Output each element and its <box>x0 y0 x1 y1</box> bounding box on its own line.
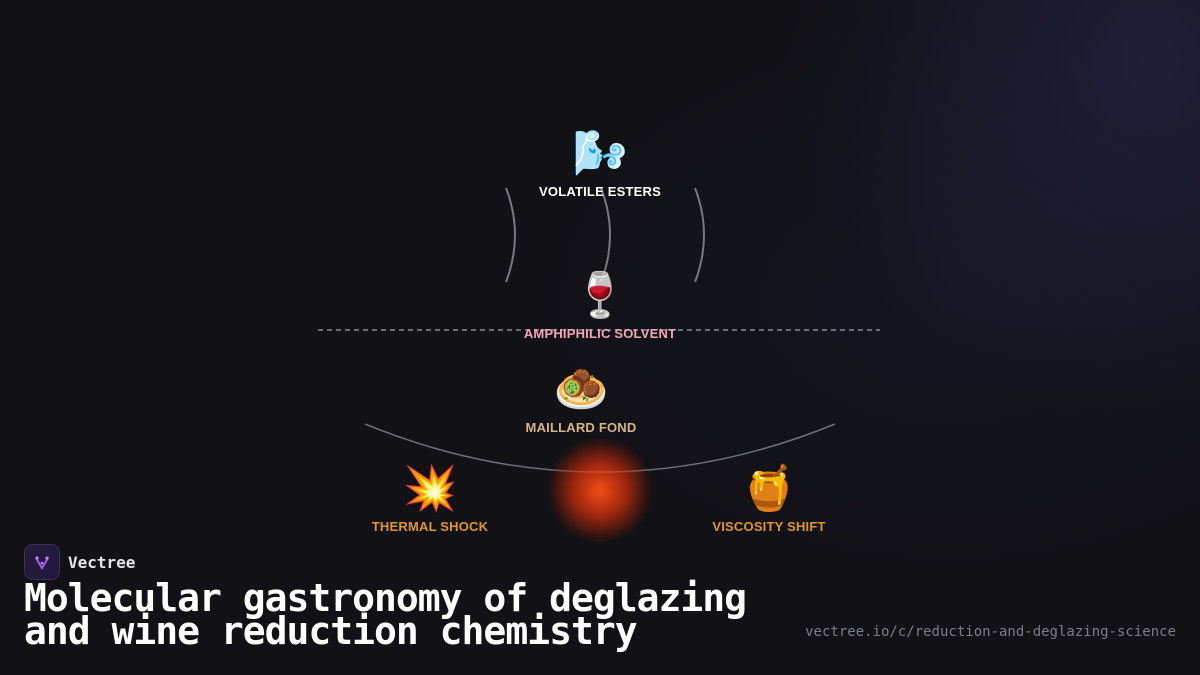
node-amphiphilic-solvent: 🍷 AMPHIPHILIC SOLVENT <box>523 270 677 342</box>
vectree-logo-icon <box>24 544 60 580</box>
wind-icon: 🌬️ <box>572 128 628 179</box>
node-label: VISCOSITY SHIFT <box>712 519 826 534</box>
brand[interactable]: Vectree <box>24 544 135 580</box>
node-maillard-fond: 🧆 MAILLARD FOND <box>525 364 637 436</box>
falafel-icon: 🧆 <box>553 364 609 415</box>
node-viscosity-shift: 🍯 VISCOSITY SHIFT <box>712 463 826 535</box>
node-label: MAILLARD FOND <box>525 420 637 435</box>
node-label: AMPHIPHILIC SOLVENT <box>523 326 677 341</box>
title-line-1: Molecular gastronomy of deglazing <box>24 576 747 620</box>
vapor-wave-right <box>694 187 705 283</box>
source-url[interactable]: vectree.io/c/reduction-and-deglazing-sci… <box>805 624 1176 640</box>
title-line-2: and wine reduction chemistry <box>24 609 638 653</box>
collision-icon: 💥 <box>402 463 458 514</box>
node-label: THERMAL SHOCK <box>371 519 489 534</box>
node-volatile-esters: 🌬️ VOLATILE ESTERS <box>539 128 661 200</box>
page-title: Molecular gastronomy of deglazing and wi… <box>24 576 784 653</box>
node-thermal-shock: 💥 THERMAL SHOCK <box>371 463 489 535</box>
vapor-wave-center <box>600 187 611 283</box>
brand-name: Vectree <box>68 552 136 572</box>
honey-pot-icon: 🍯 <box>741 463 797 514</box>
heat-glow <box>548 438 652 542</box>
vapor-wave-left <box>505 187 516 283</box>
node-label: VOLATILE ESTERS <box>539 184 661 199</box>
wine-glass-icon: 🍷 <box>572 270 628 321</box>
